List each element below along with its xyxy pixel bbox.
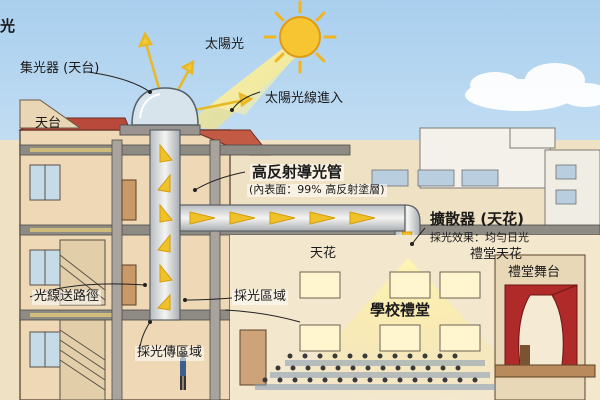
diffuser-subtitle: 採光效果：均勻日光 <box>430 231 529 244</box>
doors <box>121 179 137 306</box>
hall-ceiling-label: 禮堂天花 <box>470 247 523 262</box>
sun-icon <box>263 0 337 74</box>
title-fragment: 光 <box>0 17 16 35</box>
floor-insulation <box>30 148 120 317</box>
light-arrows <box>157 143 413 311</box>
callout-dots <box>143 90 414 324</box>
stage-label: 禮堂舞台 <box>508 265 561 280</box>
cloud <box>465 63 600 111</box>
hall-windows <box>299 271 481 352</box>
stage <box>494 254 596 400</box>
collector-dome <box>131 87 199 126</box>
collector-label: 集光器 (天台) <box>20 61 100 76</box>
light-area-label: 採光區域 <box>232 289 289 305</box>
windows <box>29 164 61 368</box>
sunlight-enter-label: 太陽光線進入 <box>265 91 344 106</box>
path-label: 光線送路徑 <box>32 289 102 305</box>
reflect-arrows <box>137 31 254 112</box>
tube-subtitle: (內表面：99% 高反射塗層) <box>247 183 387 197</box>
roof-label: 天台 <box>35 116 62 131</box>
transmit-area-label: 採光傳區域 <box>135 345 205 361</box>
ceiling-label: 天花 <box>310 246 337 261</box>
hall-label: 學校禮堂 <box>370 301 431 319</box>
hall-doors <box>239 329 267 386</box>
audience-heads <box>262 353 478 383</box>
audience <box>255 360 495 390</box>
sun-label: 太陽光 <box>205 37 245 52</box>
dome-highlight <box>139 93 161 119</box>
tube-title: 高反射導光管 <box>250 163 345 182</box>
diffuser-title: 擴散器 (天花) <box>430 210 524 228</box>
rooftop-structure <box>19 99 82 129</box>
staircase <box>59 239 106 400</box>
